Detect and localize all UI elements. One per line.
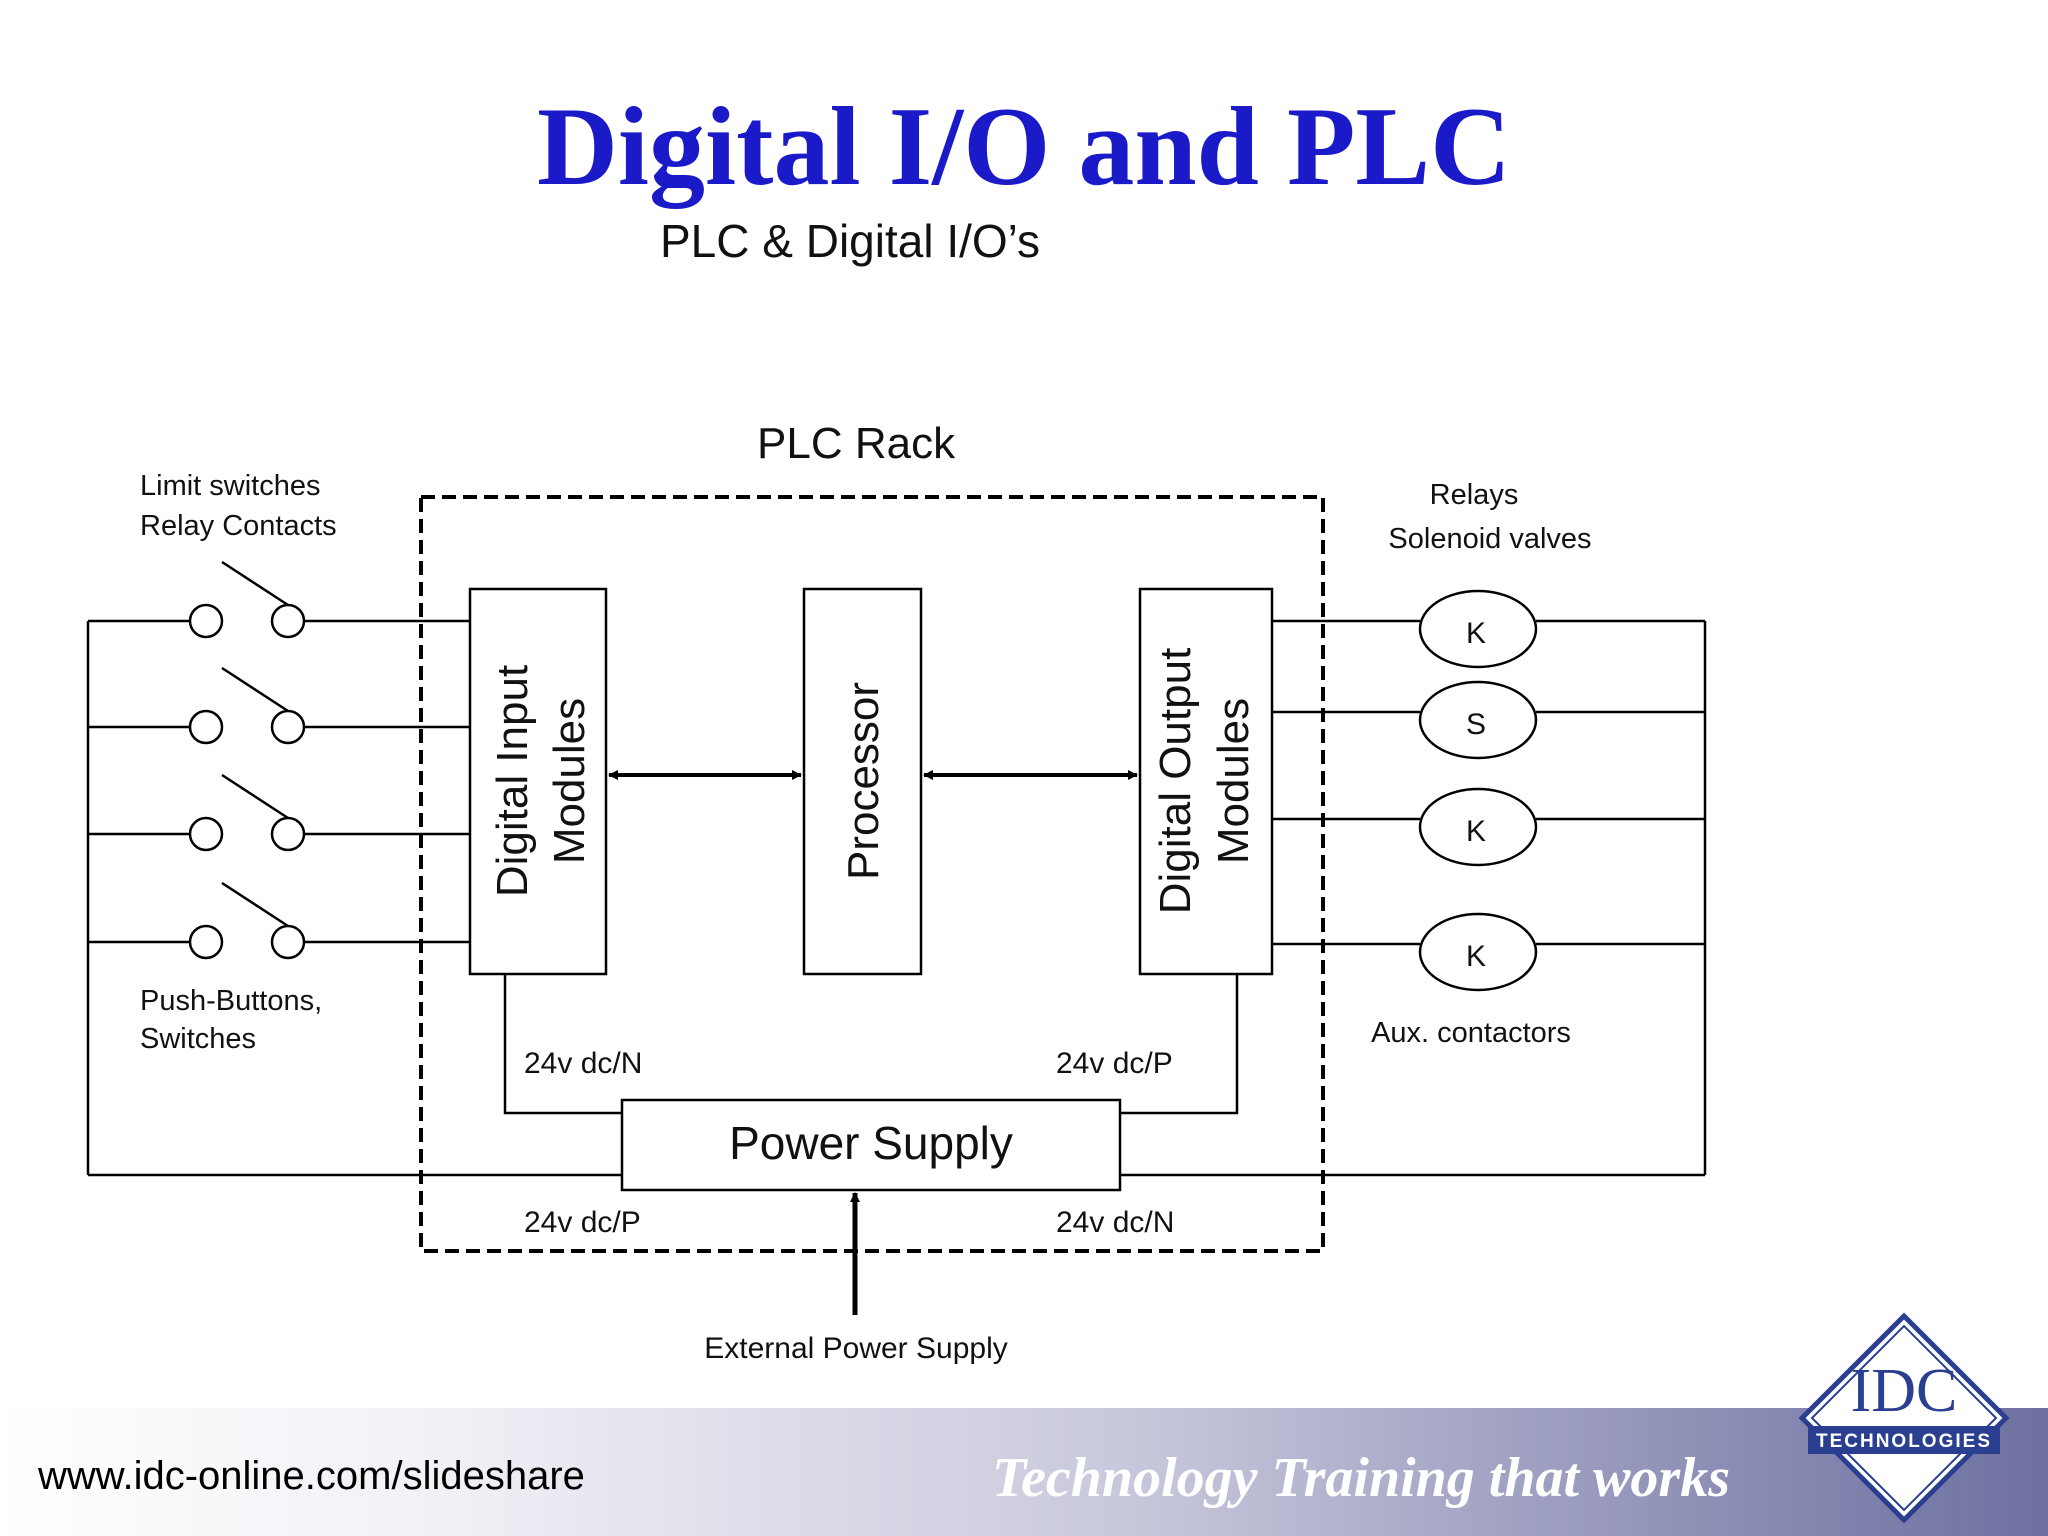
digital-output-module	[1138, 587, 1274, 976]
voltage-label-input-upper: 24v dc/N	[524, 1047, 642, 1080]
output-devices-label-1: Relays	[1430, 479, 1519, 511]
input-devices-label-1: Limit switches	[140, 470, 321, 502]
coil-1-label: K	[1466, 617, 1486, 650]
footer-band	[0, 1408, 2048, 1536]
input-devices-label-3: Push-Buttons,	[140, 985, 322, 1017]
footer-url-link[interactable]: www.idc-online.com/slideshare	[38, 1454, 585, 1498]
output-coil-3: K	[1272, 787, 1705, 867]
processor-label: Processor	[839, 682, 888, 880]
voltage-label-output-lower: 24v dc/N	[1056, 1206, 1174, 1239]
power-supply-box	[620, 1098, 1122, 1192]
output-coil-1: K	[1272, 589, 1705, 669]
input-devices-label-4: Switches	[140, 1023, 256, 1055]
digital-output-module-label-1: Digital Output	[1151, 648, 1200, 915]
output-devices-label-3: Aux. contactors	[1371, 1017, 1571, 1049]
coil-3-label: K	[1466, 815, 1486, 848]
power-supply-label: Power Supply	[729, 1117, 1013, 1169]
voltage-label-input-lower: 24v dc/P	[524, 1206, 641, 1239]
voltage-label-output-upper: 24v dc/P	[1056, 1047, 1173, 1080]
output-module-supply-wire	[1120, 974, 1239, 1115]
digital-output-module-label-2: Modules	[1209, 698, 1258, 864]
plc-rack-boundary	[419, 495, 1325, 1253]
processor-module	[802, 587, 923, 976]
logo-subtext: TECHNOLOGIES	[1816, 1431, 1992, 1452]
footer-tagline: Technology Training that works	[992, 1447, 1731, 1509]
slide-subtitle: PLC & Digital I/O’s	[660, 215, 1041, 267]
input-switch-4	[88, 881, 470, 960]
input-devices-label-2: Relay Contacts	[140, 510, 337, 542]
input-module-supply-wire	[503, 974, 622, 1115]
plc-rack-label: PLC Rack	[757, 419, 956, 468]
digital-input-module-label-1: Digital Input	[488, 665, 537, 897]
idc-technologies-logo: IDC TECHNOLOGIES	[1798, 1312, 2010, 1524]
input-switch-3	[88, 773, 470, 852]
output-devices-label-2: Solenoid valves	[1388, 523, 1591, 555]
digital-input-module	[468, 587, 608, 976]
output-coil-4: K	[1272, 912, 1705, 992]
slide-title: Digital I/O and PLC	[537, 85, 1511, 209]
plc-io-diagram: PLC Rack Limit switches Relay Contacts P…	[86, 419, 1707, 1365]
logo-text: IDC	[1851, 1357, 1958, 1425]
digital-input-module-label-2: Modules	[545, 698, 594, 864]
coil-4-label: K	[1466, 940, 1486, 973]
input-switch-2	[88, 666, 470, 745]
coil-2-label: S	[1466, 708, 1486, 741]
output-coil-2: S	[1272, 680, 1705, 760]
input-switch-1	[88, 560, 470, 639]
external-power-label: External Power Supply	[704, 1332, 1008, 1365]
